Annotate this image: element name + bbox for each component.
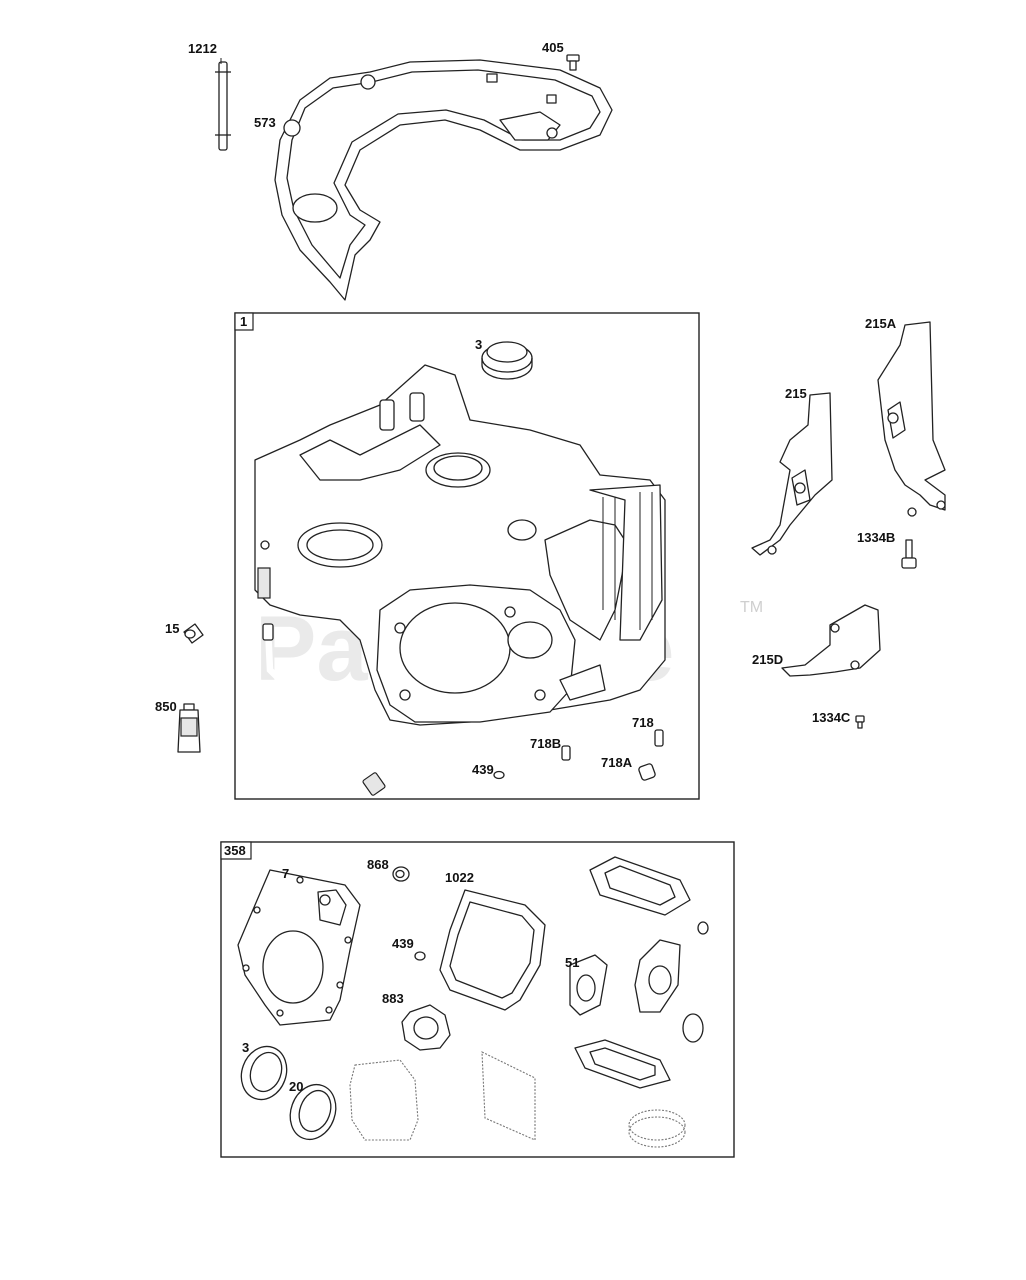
label-1212: 1212 — [188, 41, 217, 56]
part-718A-bushing[interactable] — [638, 763, 656, 781]
label-20: 20 — [289, 1079, 303, 1094]
gasket-exhaust-bottom[interactable] — [574, 1039, 671, 1089]
engine-block-tag-box — [234, 312, 254, 331]
label-439-top: 439 — [472, 762, 494, 777]
part-405-screw[interactable] — [566, 54, 580, 71]
label-439-bottom: 439 — [392, 936, 414, 951]
engine-block-tag: 1 — [240, 314, 247, 329]
label-405: 405 — [542, 40, 564, 55]
part-718B-pin[interactable] — [561, 745, 571, 761]
part-3-seal-bottom[interactable] — [234, 1040, 294, 1106]
label-883: 883 — [382, 991, 404, 1006]
label-1334C: 1334C — [812, 710, 851, 725]
part-7-head-gasket[interactable] — [237, 869, 361, 1026]
gasket-set-tag: 358 — [224, 843, 246, 858]
part-868-seal[interactable] — [392, 866, 410, 882]
part-1334B-bolt[interactable] — [901, 539, 917, 569]
part-20-seal[interactable] — [283, 1078, 343, 1146]
part-breather-tube[interactable] — [262, 623, 386, 796]
label-718: 718 — [632, 715, 654, 730]
part-215A-baffle[interactable] — [877, 321, 946, 517]
gasket-small-ring-top[interactable] — [697, 921, 709, 935]
label-7: 7 — [282, 866, 289, 881]
gasket-exhaust-top[interactable] — [589, 856, 691, 916]
gasket-set-tag-box — [220, 841, 252, 860]
gasket-set-box — [220, 841, 735, 1158]
label-868: 868 — [367, 857, 389, 872]
gasket-rocker-cover[interactable] — [349, 1059, 419, 1141]
part-15-plug[interactable] — [183, 623, 204, 644]
part-1022-valve-cover-gasket[interactable] — [439, 889, 546, 1011]
part-439-washer-top[interactable] — [493, 770, 505, 780]
label-573: 573 — [254, 115, 276, 130]
gasket-breather-plate[interactable] — [481, 1051, 536, 1141]
label-850: 850 — [155, 699, 177, 714]
label-215A: 215A — [865, 316, 897, 331]
label-15: 15 — [165, 621, 179, 636]
part-51-gasket[interactable] — [569, 954, 608, 1016]
label-718B: 718B — [530, 736, 561, 751]
gasket-small-oval[interactable] — [682, 1013, 704, 1043]
label-215: 215 — [785, 386, 807, 401]
label-1334B: 1334B — [857, 530, 895, 545]
part-439-washer-bottom[interactable] — [414, 951, 426, 961]
label-3-top: 3 — [475, 337, 482, 352]
part-1334C-screw[interactable] — [855, 715, 865, 729]
part-718-pin[interactable] — [654, 729, 664, 747]
part-215-baffle[interactable] — [751, 392, 833, 556]
trademark-mark: TM — [740, 599, 763, 616]
label-215D: 215D — [752, 652, 783, 667]
label-1022: 1022 — [445, 870, 474, 885]
label-51: 51 — [565, 955, 579, 970]
engine-block-box — [234, 312, 700, 800]
part-215D-bracket[interactable] — [781, 604, 881, 677]
part-573-air-guide[interactable] — [274, 59, 613, 301]
gasket-intake[interactable] — [634, 939, 681, 1013]
part-883-gasket[interactable] — [401, 1004, 451, 1051]
part-cylinder-block[interactable] — [254, 364, 666, 726]
part-3-seal-top[interactable] — [481, 341, 533, 380]
part-1212-stud[interactable] — [215, 61, 231, 151]
part-850-sealant-tube[interactable] — [177, 703, 201, 753]
label-3-bottom: 3 — [242, 1040, 249, 1055]
label-718A: 718A — [601, 755, 633, 770]
gasket-seal-ring[interactable] — [628, 1109, 686, 1148]
